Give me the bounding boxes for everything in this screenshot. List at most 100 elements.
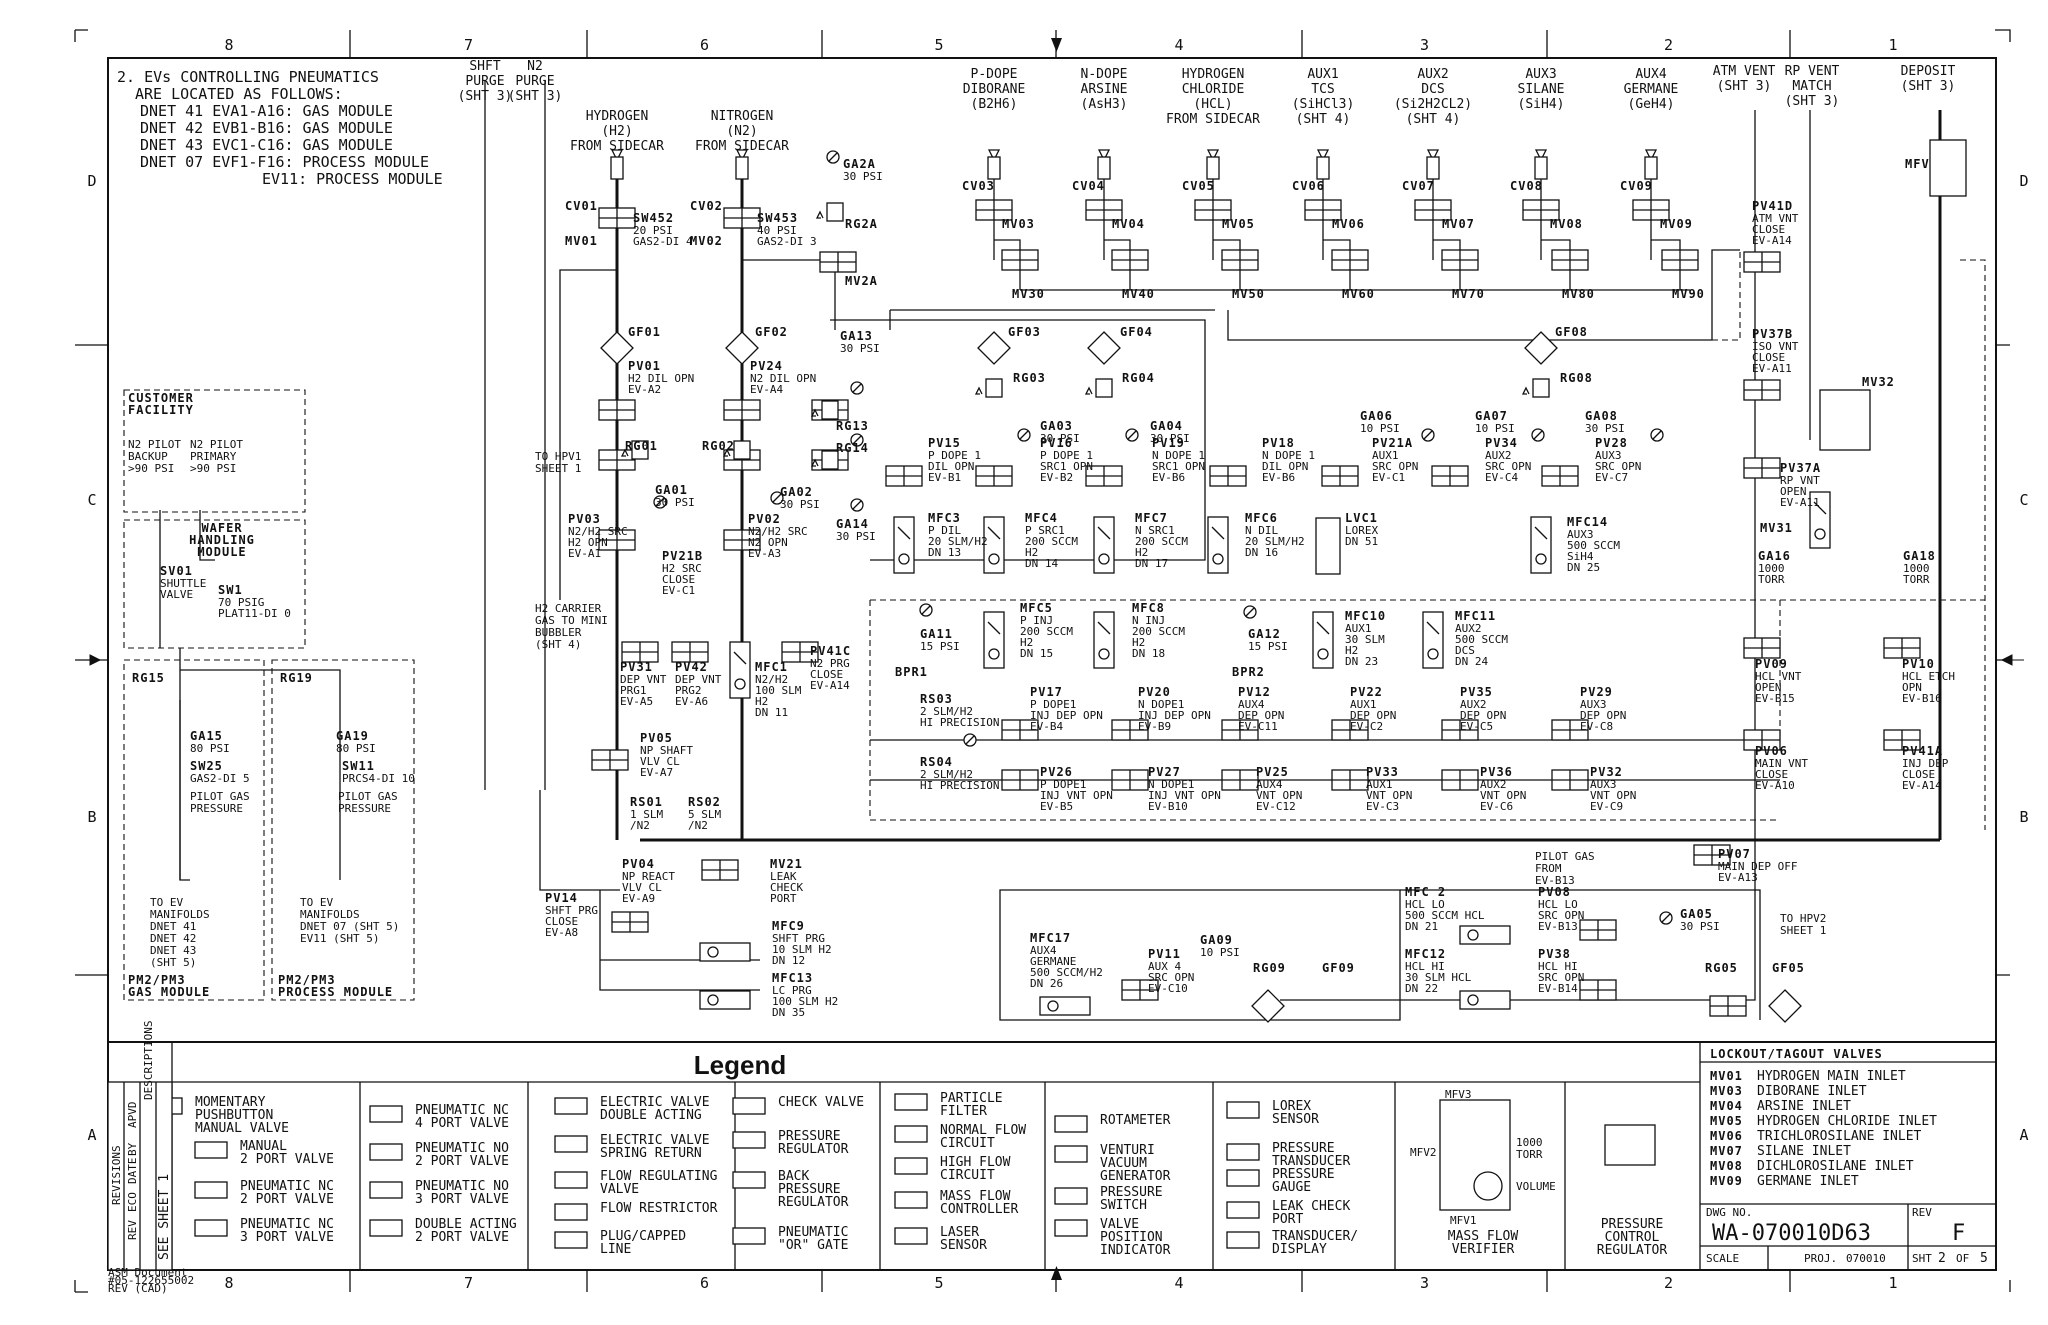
- tag-ga04: GA04: [1150, 419, 1183, 433]
- mfv-verifier: [1929, 139, 1967, 197]
- lockout-tag: MV01: [1710, 1069, 1743, 1083]
- rg2a-regulator: [826, 202, 844, 222]
- legend-item-15: BACK: [778, 1169, 809, 1184]
- tag-desc-pv28: AUX3: [1595, 449, 1622, 462]
- tag-desc-sw453: 40 PSI: [757, 224, 797, 237]
- tag-pv15: PV15: [928, 436, 961, 450]
- tag-desc-mfc9: 10 SLM H2: [772, 943, 832, 956]
- isolation-valve-4-port: [1332, 250, 1368, 270]
- check-valve-4: [1097, 156, 1111, 180]
- legend-item-26: SENSOR: [1272, 1112, 1319, 1127]
- tag-desc-pv03: H2 OPN: [568, 536, 608, 549]
- tag-desc-pv10: HCL ETCH: [1902, 670, 1955, 683]
- inlet-label: MATCH: [1792, 79, 1831, 94]
- tag-mv07: MV07: [1442, 217, 1475, 231]
- mass-flow-controller-1-sensor: [898, 553, 910, 565]
- legend-item-5: PNEUMATIC NO: [415, 1141, 509, 1156]
- mass-flow-controller-h-4-sensor: [1467, 929, 1479, 941]
- note-line: DNET 42 EVB1-B16: GAS MODULE: [140, 119, 393, 137]
- tag-pv36: PV36: [1480, 765, 1513, 779]
- pilot-gas-pressure-proc: PILOT GAS: [338, 790, 398, 803]
- tag-desc-pv27: INJ VNT OPN: [1148, 789, 1221, 802]
- legend-item-27: TRANSDUCER: [1272, 1154, 1350, 1169]
- tag-desc-ga02: 30 PSI: [780, 498, 820, 511]
- tag-ga18: GA18: [1903, 549, 1936, 563]
- regulator-7: [821, 450, 839, 470]
- inlet-label: RP VENT: [1785, 64, 1840, 79]
- legend-title: Legend: [694, 1050, 786, 1080]
- tag-desc-pv29: EV-C8: [1580, 720, 1613, 733]
- tag-desc-ga01: 30 PSI: [655, 496, 695, 509]
- tag-ga2a: GA2A: [843, 157, 876, 171]
- zone-row-left: D: [87, 172, 96, 190]
- legend-item-15: REGULATOR: [778, 1195, 849, 1210]
- corner-marks: [74, 29, 2011, 1293]
- tag-mv09: MV09: [1660, 217, 1693, 231]
- pressure-gauge-9-needle: [1423, 430, 1433, 440]
- inlet-label: ARSINE: [1081, 82, 1128, 97]
- tag-mv05: MV05: [1222, 217, 1255, 231]
- pressure-gauge-1-needle: [828, 152, 838, 162]
- tag-desc-pv36: AUX2: [1480, 778, 1507, 791]
- tag-desc-mfc7: N SRC1: [1135, 524, 1175, 537]
- legend-item-4: 4 PORT VALVE: [415, 1116, 509, 1131]
- inlet-label: AUX3: [1525, 67, 1556, 82]
- gas-module-title: GAS MODULE: [128, 985, 210, 999]
- tag-desc-mfc14: SiH4: [1567, 550, 1594, 563]
- legend-item-18: CIRCUIT: [940, 1136, 995, 1151]
- tag-mfc17: MFC17: [1030, 931, 1071, 945]
- inlet-label: FROM SIDECAR: [1166, 112, 1260, 127]
- center-arrow-right: [2000, 654, 2024, 666]
- tag-desc-pv37a: OPEN: [1780, 485, 1807, 498]
- tag-desc-pv12: AUX4: [1238, 698, 1265, 711]
- tag-desc-mfc12: HCL HI: [1405, 960, 1445, 973]
- tag-rg15: RG15: [132, 671, 165, 685]
- see-sheet-1: SEE SHEET 1: [157, 1174, 172, 1260]
- pneumatic-valve-37-port: [1694, 845, 1730, 865]
- tag-desc-mfc12: 30 SLM HCL: [1405, 971, 1472, 984]
- tag-desc-mfc7: DN 17: [1135, 557, 1168, 570]
- pressure-gauge-7-needle: [1019, 430, 1029, 440]
- pneumatic-valve-42-port: [1710, 996, 1746, 1016]
- tag-desc-pv02: N2/H2 SRC: [748, 525, 808, 538]
- tag-mv21: MV21: [770, 857, 803, 871]
- tag-desc-pv19: N DOPE 1: [1152, 449, 1205, 462]
- zone-col-top: 1: [1888, 36, 1897, 54]
- tag-desc-lvc1: DN 51: [1345, 535, 1378, 548]
- inlet-valve-3-port: [976, 200, 1012, 220]
- zone-col-bottom: 4: [1174, 1274, 1183, 1292]
- dwg-no: WA-070010D63: [1712, 1221, 1871, 1246]
- tag-desc-mfc7: 200 SCCM: [1135, 535, 1188, 548]
- tag-desc-pv41c: EV-A14: [810, 679, 850, 692]
- tag-desc-pv16: SRC1 OPN: [1040, 460, 1093, 473]
- tag-cv06: CV06: [1292, 179, 1325, 193]
- pneumatic-valve-18-port: [782, 642, 818, 662]
- zone-col-top: 3: [1420, 36, 1429, 54]
- tag-desc-pv38: HCL HI: [1538, 960, 1578, 973]
- tag-desc-pv18: DIL OPN: [1262, 460, 1308, 473]
- tag-desc-pv34: EV-C4: [1485, 471, 1518, 484]
- legend-mfv-volume: [1473, 1171, 1503, 1201]
- revision-col: BY: [126, 1142, 139, 1156]
- tag-ga02: GA02: [780, 485, 813, 499]
- n2-pilot-backup: >90 PSI: [128, 462, 174, 475]
- tag-pv06: PV06: [1755, 744, 1788, 758]
- pneumatic-return: [1780, 259, 1986, 830]
- tag-desc-mfc17: DN 26: [1030, 977, 1063, 990]
- tag-desc-pv14: SHFT PRG: [545, 904, 598, 917]
- legend-symbol-22: [1054, 1115, 1088, 1133]
- tag-desc-ga12: 15 PSI: [1248, 640, 1288, 653]
- tag-desc-pv05: NP SHAFT: [640, 744, 693, 757]
- zone-col-top: 8: [224, 36, 233, 54]
- tag-gf08: GF08: [1555, 325, 1588, 339]
- tag-desc-pv34: AUX2: [1485, 449, 1512, 462]
- particle-filter-6: [1251, 989, 1285, 1023]
- tag-mv02: MV02: [690, 234, 723, 248]
- n2-pilot-primary: >90 PSI: [190, 462, 236, 475]
- legend-symbol-18: [894, 1125, 928, 1143]
- tag-desc-pv14: EV-A8: [545, 926, 578, 939]
- tag-desc-pv02: EV-A3: [748, 547, 781, 560]
- tag-desc-mfc13: LC PRG: [772, 984, 812, 997]
- tag-desc-ga14: 30 PSI: [836, 530, 876, 543]
